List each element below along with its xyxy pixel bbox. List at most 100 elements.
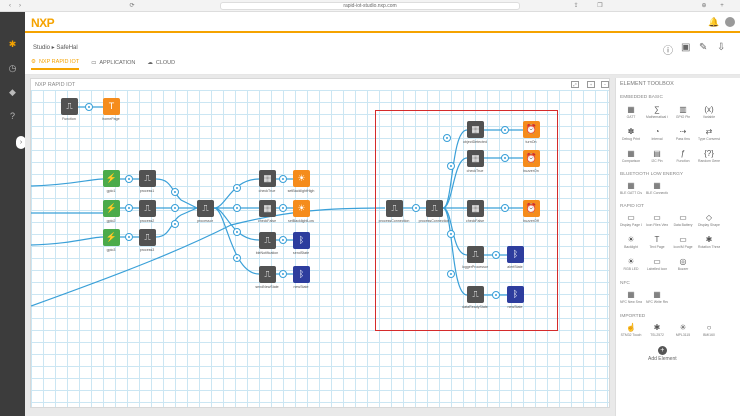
icon-page-item[interactable]: ▭Icon/M Page: [673, 235, 693, 249]
data-battery-item[interactable]: ▭Data Battery: [673, 213, 693, 227]
gpio2-node[interactable]: ⚡: [103, 200, 120, 217]
zoom-in-icon[interactable]: +: [587, 81, 595, 88]
nodes-icon[interactable]: ✱: [8, 39, 17, 49]
link-dot[interactable]: [125, 204, 133, 212]
new-state-node[interactable]: ᛒ: [293, 266, 310, 283]
buzzer-off-node[interactable]: ⏰: [523, 200, 540, 217]
zoom-out-icon[interactable]: −: [601, 81, 609, 88]
alert-state-node[interactable]: ᛒ: [507, 246, 524, 263]
tabs-icon[interactable]: ❐: [597, 3, 603, 9]
link-dot[interactable]: [233, 204, 241, 212]
link-dot[interactable]: [501, 126, 509, 134]
random-item[interactable]: {?}Random Generation: [698, 149, 720, 163]
info-icon[interactable]: ⓘ: [663, 46, 673, 57]
tsl2572-item[interactable]: ✱TSL2572: [646, 322, 668, 342]
type-conversion-item[interactable]: ⇄Type Conversion: [698, 127, 720, 141]
variable-item[interactable]: (x)Variable: [698, 104, 720, 124]
gpio1-node[interactable]: ⚡: [103, 170, 120, 187]
process-connection-node[interactable]: ⎍: [386, 200, 403, 217]
breadcrumb[interactable]: Studio ▸ SafeHal: [33, 45, 78, 51]
tab-application[interactable]: ▭APPLICATION: [91, 60, 136, 66]
rotation-item[interactable]: ✱Rotation Thread: [698, 235, 720, 249]
backlight-item[interactable]: ☀Backlight: [620, 234, 642, 254]
link-dot[interactable]: [501, 154, 509, 162]
processor-node[interactable]: ⎍: [197, 200, 214, 217]
link-dot[interactable]: [501, 204, 509, 212]
save-icon[interactable]: ▣: [681, 42, 691, 53]
grid[interactable]: ⎍ Function T homePage ⚡ gpio1 ⚡ gpio2 ⚡ …: [31, 90, 609, 407]
object-detected-node[interactable]: ▦: [467, 121, 484, 138]
comparison-item[interactable]: ▦Comparison: [621, 149, 641, 163]
data-ready-state-node[interactable]: ⎍: [467, 286, 484, 303]
buzzer-item[interactable]: ◎Buzzer: [672, 256, 694, 276]
link-dot[interactable]: [85, 103, 93, 111]
link-dot[interactable]: [233, 184, 241, 192]
link-dot[interactable]: [171, 204, 179, 212]
cube-icon[interactable]: ◆: [9, 87, 16, 97]
add-element-button[interactable]: + Add Element: [648, 346, 677, 362]
rgb-led-item[interactable]: ☀RGB LED: [620, 256, 642, 276]
home-page-node[interactable]: T: [103, 98, 120, 115]
gpio3-node[interactable]: ⚡: [103, 229, 120, 246]
tab-nxp-rapid-iot[interactable]: ⚙NXP RAPID IOT: [31, 59, 80, 70]
ble-gatt-item[interactable]: ▦BLE GATT Characteristic: [620, 181, 642, 195]
new-tab-icon[interactable]: +: [720, 3, 724, 9]
link-dot[interactable]: [443, 134, 451, 142]
ble-connection-item[interactable]: ▦BLE Connection: [646, 181, 668, 195]
link-dot[interactable]: [447, 162, 455, 170]
tab-cloud[interactable]: ☁CLOUD: [147, 60, 176, 66]
url-bar[interactable]: rapid-iot-studio.nxp.com: [220, 2, 520, 10]
collapse-handle-icon[interactable]: ›: [16, 136, 26, 149]
debug-print-item[interactable]: ✽Debug Print: [620, 126, 642, 146]
bmi160-item[interactable]: ○BMI160: [698, 322, 720, 342]
interval-item[interactable]: ◔Interval: [646, 126, 668, 146]
selection-rectangle[interactable]: [375, 110, 558, 331]
pass-thru-item[interactable]: ⇢Pass thru: [672, 126, 694, 146]
link-dot[interactable]: [233, 254, 241, 262]
flow-canvas[interactable]: NXP RAPID IOT ⤢ + −: [30, 78, 610, 408]
check-true2-node[interactable]: ▦: [467, 150, 484, 167]
check-false2-node[interactable]: ▦: [467, 200, 484, 217]
link-dot[interactable]: [279, 204, 287, 212]
forward-icon[interactable]: ›: [19, 3, 21, 9]
link-dot[interactable]: [125, 175, 133, 183]
turn-on-node[interactable]: ⏰: [523, 121, 540, 138]
link-dot[interactable]: [492, 251, 500, 259]
backlight-low-node[interactable]: ☀: [293, 200, 310, 217]
stm32-touch-item[interactable]: ☝STM32 Touch: [620, 323, 642, 337]
download-icon[interactable]: ⊕: [701, 3, 707, 9]
link-dot[interactable]: [233, 228, 241, 236]
link-dot[interactable]: [279, 236, 287, 244]
send-new-state-node[interactable]: ⎍: [259, 266, 276, 283]
display-page-item[interactable]: ▭Display Page Controller: [620, 212, 642, 232]
process2-node[interactable]: ⎍: [139, 200, 156, 217]
ble-notification-node[interactable]: ⎍: [259, 232, 276, 249]
icon-files-item[interactable]: ▭Icon Files View: [646, 213, 668, 227]
link-dot[interactable]: [447, 230, 455, 238]
share-icon[interactable]: ⇪: [573, 3, 579, 9]
process-connection2-node[interactable]: ⎍: [426, 200, 443, 217]
link-dot[interactable]: [492, 291, 500, 299]
labelled-icon-item[interactable]: ▭Labelled Icon: [646, 257, 668, 271]
link-dot[interactable]: [171, 220, 179, 228]
mpl3115-item[interactable]: ✳MPL3115: [672, 322, 694, 342]
math-item[interactable]: ∑Mathematical Operation: [646, 105, 668, 119]
bell-icon[interactable]: 🔔: [708, 17, 720, 27]
nfc-new-item[interactable]: ▦NFC New Smart Record: [620, 290, 642, 304]
check-false-node[interactable]: ▦: [259, 200, 276, 217]
check-true-node[interactable]: ▦: [259, 170, 276, 187]
back-icon[interactable]: ‹: [9, 3, 11, 9]
display-shape-item[interactable]: ◇Display Shape Page: [698, 213, 720, 227]
backlight-high-node[interactable]: ☀: [293, 170, 310, 187]
help-icon[interactable]: ?: [9, 111, 15, 121]
link-dot[interactable]: [125, 233, 133, 241]
link-dot[interactable]: [171, 188, 179, 196]
process3-node[interactable]: ⎍: [139, 229, 156, 246]
nfc-write-item[interactable]: ▦NFC Write Record: [646, 290, 668, 304]
reload-icon[interactable]: ⟳: [129, 3, 135, 9]
logger-processor-node[interactable]: ⎍: [467, 246, 484, 263]
link-dot[interactable]: [412, 204, 420, 212]
dashboard-icon[interactable]: ◷: [8, 63, 17, 73]
avatar[interactable]: [725, 17, 735, 27]
buzzer-on-node[interactable]: ⏰: [523, 150, 540, 167]
